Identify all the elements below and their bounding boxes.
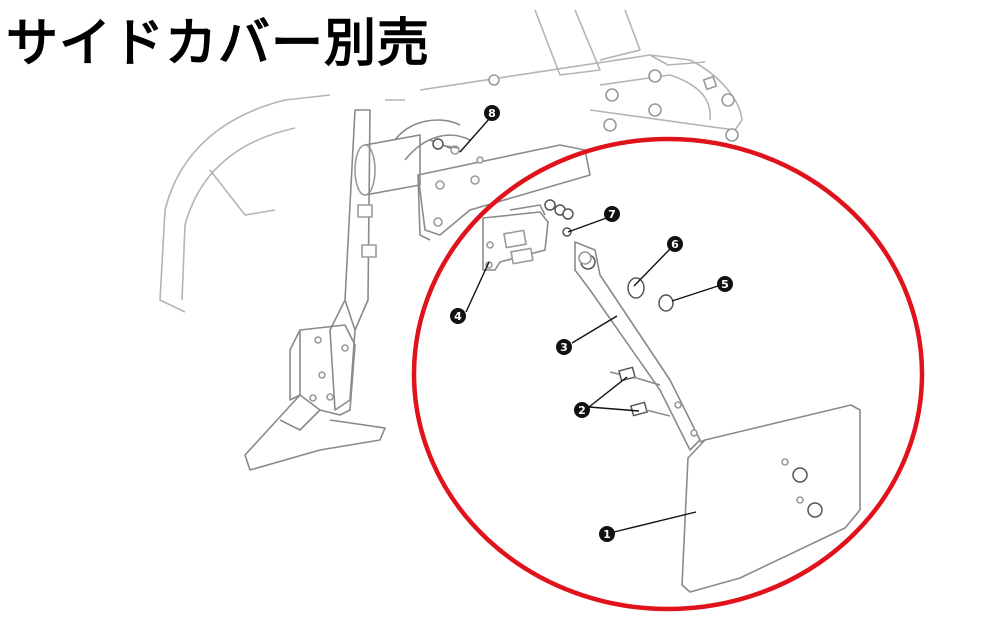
hitch-plate xyxy=(417,144,591,241)
leader-lines xyxy=(459,117,719,533)
part-1-side-cover xyxy=(681,404,861,593)
svg-text:3: 3 xyxy=(560,341,568,354)
page-title: サイドカバー別売 xyxy=(6,14,431,74)
tine-shank xyxy=(329,99,405,411)
svg-text:6: 6 xyxy=(671,238,679,251)
part-4-bracket xyxy=(482,204,549,271)
highlight-circle xyxy=(411,136,925,612)
shaft xyxy=(354,119,471,196)
callout-8: 8 xyxy=(484,105,500,121)
callout-4: 4 xyxy=(450,308,466,324)
part-2-bolts xyxy=(618,366,698,437)
callout-7: 7 xyxy=(604,206,620,222)
svg-text:2: 2 xyxy=(578,404,586,417)
svg-text:8: 8 xyxy=(488,107,496,120)
plough-shoe xyxy=(244,324,386,471)
callout-6: 6 xyxy=(667,236,683,252)
svg-text:4: 4 xyxy=(454,310,462,323)
callout-2: 2 xyxy=(574,402,590,418)
main-frame xyxy=(419,54,743,142)
callout-3: 3 xyxy=(556,339,572,355)
svg-text:1: 1 xyxy=(603,528,611,541)
rotor-housing xyxy=(159,9,641,313)
callout-5: 5 xyxy=(717,276,733,292)
part-3-arm xyxy=(574,241,701,451)
svg-text:7: 7 xyxy=(608,208,616,221)
callout-1: 1 xyxy=(599,526,615,542)
svg-text:5: 5 xyxy=(721,278,729,291)
